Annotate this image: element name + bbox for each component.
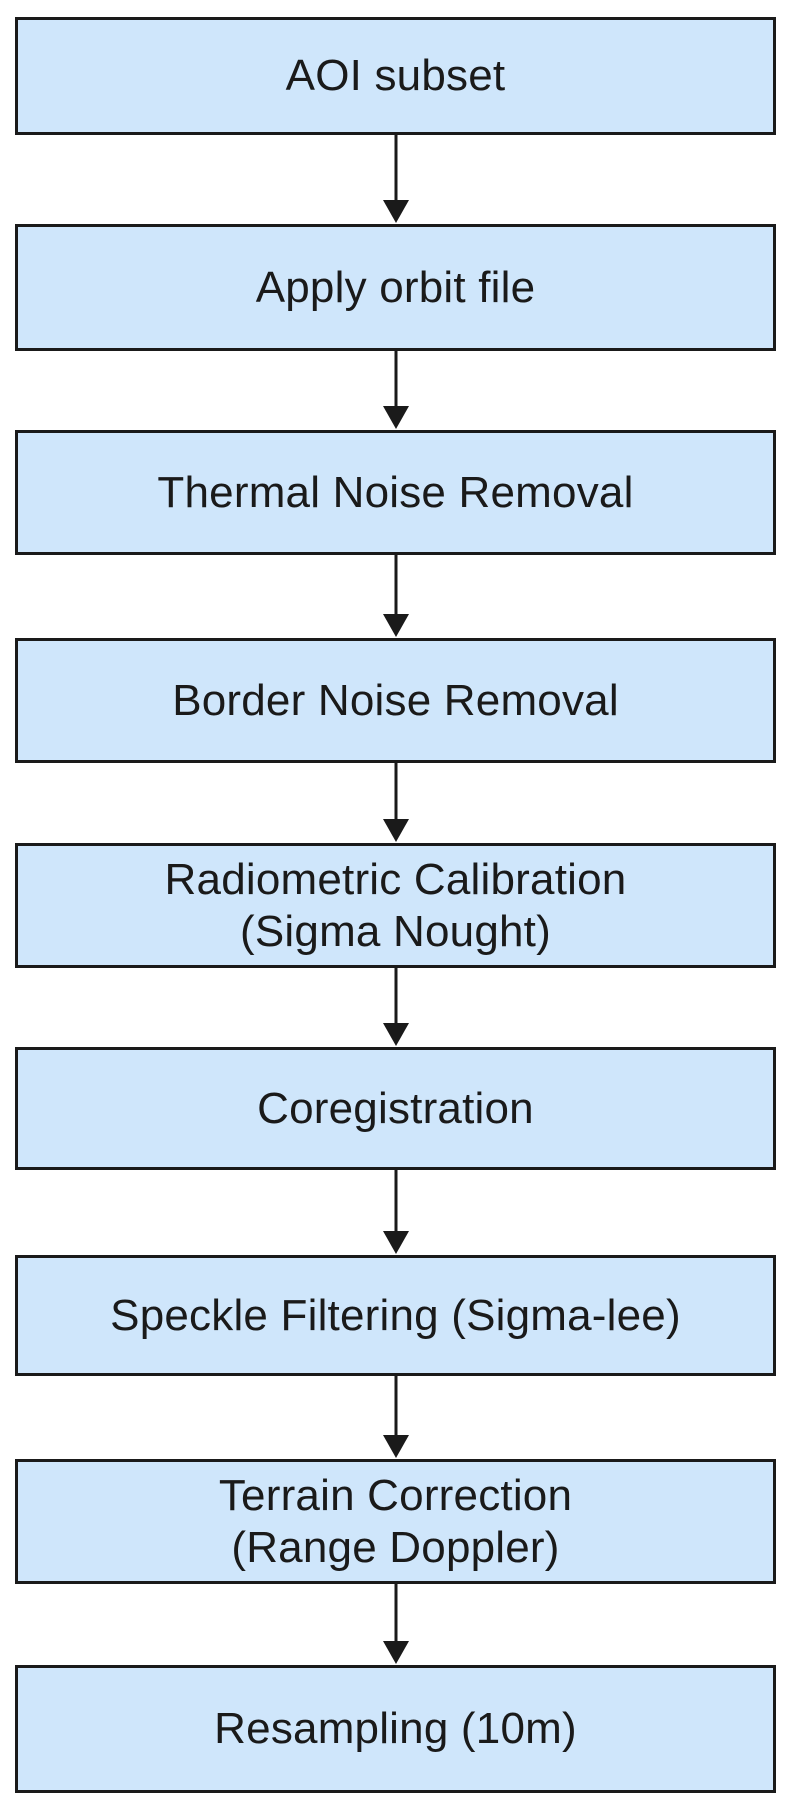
step-terrain-correction: Terrain Correction (Range Doppler) — [15, 1459, 776, 1584]
connector-arrowhead — [383, 614, 409, 637]
connector-arrowhead — [383, 1641, 409, 1664]
step-thermal-noise-removal: Thermal Noise Removal — [15, 430, 776, 555]
connector-arrowhead — [383, 1023, 409, 1046]
step-speckle-filtering: Speckle Filtering (Sigma-lee) — [15, 1255, 776, 1376]
step-radiometric-calibration: Radiometric Calibration (Sigma Nought) — [15, 843, 776, 968]
step-resampling: Resampling (10m) — [15, 1665, 776, 1793]
connector-arrowhead — [383, 1231, 409, 1254]
step-apply-orbit-file: Apply orbit file — [15, 224, 776, 351]
connector-arrowhead — [383, 819, 409, 842]
connector-arrowhead — [383, 200, 409, 223]
step-coregistration: Coregistration — [15, 1047, 776, 1170]
connector-arrowhead — [383, 1435, 409, 1458]
step-border-noise-removal: Border Noise Removal — [15, 638, 776, 763]
step-aoi-subset: AOI subset — [15, 17, 776, 135]
connector-arrowhead — [383, 406, 409, 429]
